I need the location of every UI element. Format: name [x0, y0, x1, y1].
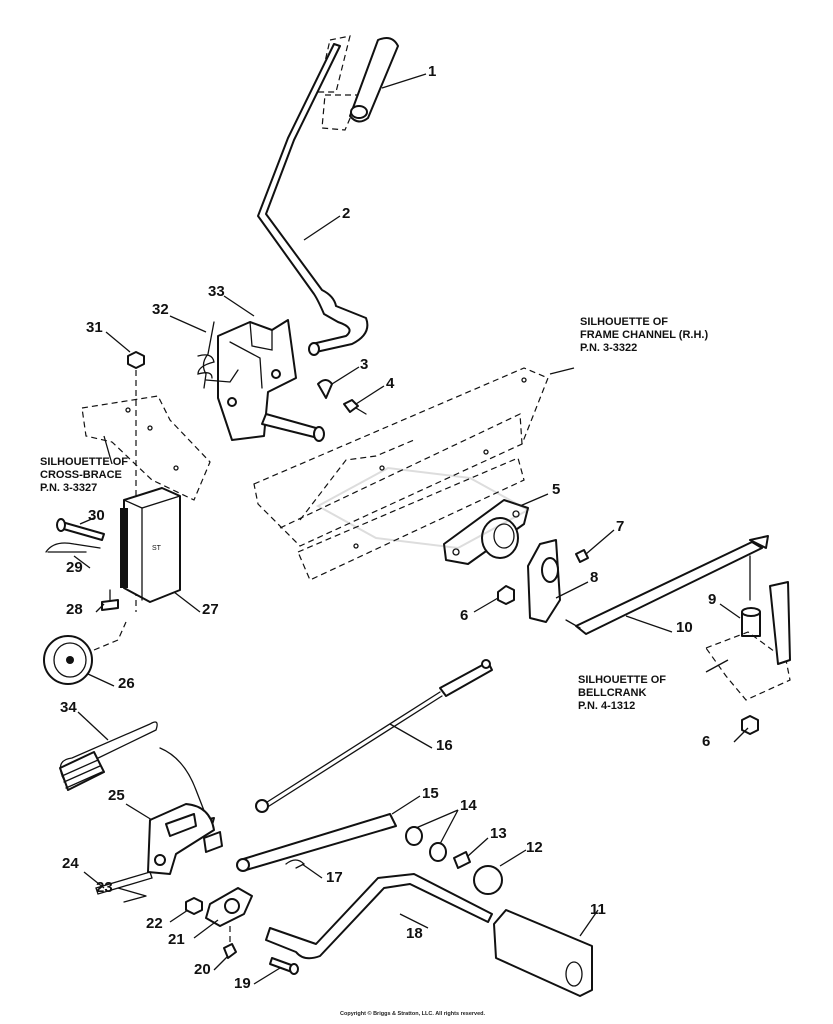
callout-33: 33 [208, 283, 225, 300]
leader-lines [73, 73, 749, 985]
callout-32: 32 [152, 301, 169, 318]
svg-text:ST: ST [152, 545, 162, 552]
part-12-knob [473, 865, 503, 895]
callout-1: 1 [428, 63, 437, 80]
part-18-pedal-arm [265, 873, 493, 960]
callout-17: 17 [326, 869, 343, 886]
callout-18: 18 [406, 925, 423, 942]
bellcrank-silhouette [705, 581, 791, 701]
callout-15: 15 [422, 785, 439, 802]
part-2-lever-rod [257, 43, 369, 356]
callout-12: 12 [526, 839, 543, 856]
callout-9: 9 [708, 591, 717, 608]
callout-7: 7 [616, 518, 625, 535]
callout-28: 28 [66, 601, 83, 618]
copyright-notice: Copyright © Briggs & Stratton, LLC. All … [340, 1011, 486, 1017]
callout-4: 4 [386, 375, 395, 392]
callout-29: 29 [66, 559, 83, 576]
callout-20: 20 [194, 961, 211, 978]
part-16-cable [255, 659, 493, 813]
note-cross-brace: SILHOUETTE OF CROSS-BRACE P.N. 3-3327 [40, 456, 128, 494]
part-8-lever-arm [527, 539, 561, 623]
callout-6-lower: 6 [702, 733, 711, 750]
callout-6-upper: 6 [460, 607, 469, 624]
callout-16: 16 [436, 737, 453, 754]
part-26-pulley [43, 621, 127, 685]
callout-25: 25 [108, 787, 125, 804]
callout-26: 26 [118, 675, 135, 692]
callout-5: 5 [552, 481, 561, 498]
callout-19: 19 [234, 975, 251, 992]
watermark-logo [315, 466, 531, 550]
callout-27: 27 [202, 601, 219, 618]
part-23-cotter-pin [123, 895, 147, 903]
callout-21: 21 [168, 931, 185, 948]
callout-14: 14 [460, 797, 477, 814]
part-6-nut-upper [497, 585, 515, 605]
note-frame-channel: SILHOUETTE OF FRAME CHANNEL (R.H.) P.N. … [580, 316, 709, 354]
part-17-clip [285, 859, 306, 869]
callout-22: 22 [146, 915, 163, 932]
part-21-flange-bearing [205, 887, 253, 927]
callout-30: 30 [88, 507, 105, 524]
part-4-bolt [343, 399, 367, 415]
part-14-washers [405, 826, 447, 862]
part-33-pivot-bracket [217, 319, 325, 442]
part-10-link-rod [565, 535, 769, 635]
callout-3: 3 [360, 356, 369, 373]
part-11-pedal-pad [493, 909, 593, 997]
callout-2: 2 [342, 205, 351, 222]
part-1-handle-grip [317, 35, 399, 131]
part-7-set-screw [575, 549, 589, 563]
callout-10: 10 [676, 619, 693, 636]
part-22-nut [185, 897, 203, 915]
part-19-bolt [269, 957, 299, 975]
part-5-flange-bearing [443, 499, 529, 565]
callout-31: 31 [86, 319, 103, 336]
note-bellcrank: SILHOUETTE OF BELLCRANK P.N. 4-1312 [578, 674, 666, 712]
callout-8: 8 [590, 569, 599, 586]
part-29-hairpin-clip [45, 542, 101, 553]
part-9-spacer [741, 607, 761, 637]
callout-13: 13 [490, 825, 507, 842]
callout-23: 23 [96, 879, 113, 896]
part-28-screw [101, 589, 119, 611]
part-15-shaft [236, 813, 397, 872]
callout-24: 24 [62, 855, 79, 872]
part-3-woodruff-key [317, 379, 333, 399]
part-30-clevis-pin [56, 518, 105, 541]
part-32-torsion-spring [197, 321, 239, 389]
callout-11: 11 [590, 901, 606, 918]
part-34-extension-spring [59, 721, 215, 833]
part-13-spacer [453, 851, 471, 869]
part-27-safety-switch: ST [120, 487, 181, 603]
part-20-grease-fitting [223, 926, 237, 959]
part-25-pedal-bracket [147, 803, 223, 875]
frame-channel-silhouette [253, 367, 549, 581]
cross-brace-silhouette [81, 395, 211, 501]
callout-34: 34 [60, 699, 77, 716]
part-24-pin [95, 871, 153, 895]
